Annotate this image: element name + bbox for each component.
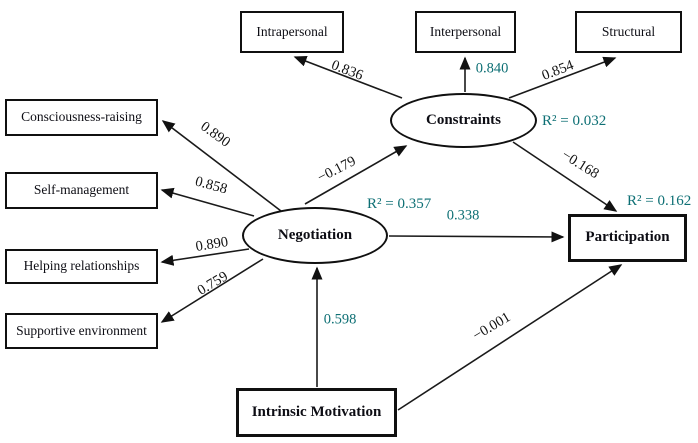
coef-constraints-interpersonal: 0.840 <box>475 60 509 77</box>
node-helping-relationships: Helping relationships <box>5 249 158 284</box>
r-squared-participation: R² = 0.162 <box>627 193 692 209</box>
node-intrapersonal: Intrapersonal <box>240 11 344 53</box>
arrow-negotiation-supportive <box>160 258 264 323</box>
node-consciousness-raising-label: Consciousness-raising <box>21 109 142 125</box>
arrow-negotiation-constraints <box>304 145 408 205</box>
arrow-negotiation-selfmanagement <box>160 187 255 217</box>
arrow-negotiation-consciousness <box>161 120 282 212</box>
node-supportive-environment: Supportive environment <box>5 313 158 349</box>
arrow-negotiation-participation <box>388 231 565 243</box>
node-constraints-label: Constraints <box>425 111 501 128</box>
r-squared-constraints: R² = 0.032 <box>542 113 607 129</box>
node-constraints: Constraints <box>390 93 537 148</box>
arrow-constraints-structural <box>508 56 617 99</box>
node-interpersonal: Interpersonal <box>415 11 516 53</box>
node-participation: Participation <box>568 214 687 262</box>
arrow-intrinsic-participation <box>397 264 623 411</box>
node-helping-relationships-label: Helping relationships <box>23 258 140 274</box>
arrow-constraints-participation <box>512 141 618 212</box>
r-squared-negotiation: R² = 0.357 <box>367 196 432 212</box>
node-intrapersonal-label: Intrapersonal <box>256 23 328 39</box>
coef-intrinsic-negotiation: 0.598 <box>323 311 357 328</box>
node-interpersonal-label: Interpersonal <box>429 23 502 39</box>
node-structural: Structural <box>575 11 682 53</box>
node-structural-label: Structural <box>601 23 656 39</box>
node-self-management: Self-management <box>5 172 158 209</box>
node-participation-label: Participation <box>585 229 670 246</box>
node-consciousness-raising: Consciousness-raising <box>5 99 158 136</box>
arrow-negotiation-helping <box>160 248 250 266</box>
node-supportive-environment-label: Supportive environment <box>16 322 147 338</box>
node-intrinsic-motivation-label: Intrinsic Motivation <box>251 403 382 420</box>
node-negotiation: Negotiation <box>242 207 388 264</box>
arrow-constraints-intrapersonal <box>293 55 403 99</box>
coef-negotiation-participation: 0.338 <box>446 207 480 224</box>
node-intrinsic-motivation: Intrinsic Motivation <box>236 388 397 437</box>
node-negotiation-label: Negotiation <box>277 226 353 243</box>
node-self-management-label: Self-management <box>33 182 130 198</box>
